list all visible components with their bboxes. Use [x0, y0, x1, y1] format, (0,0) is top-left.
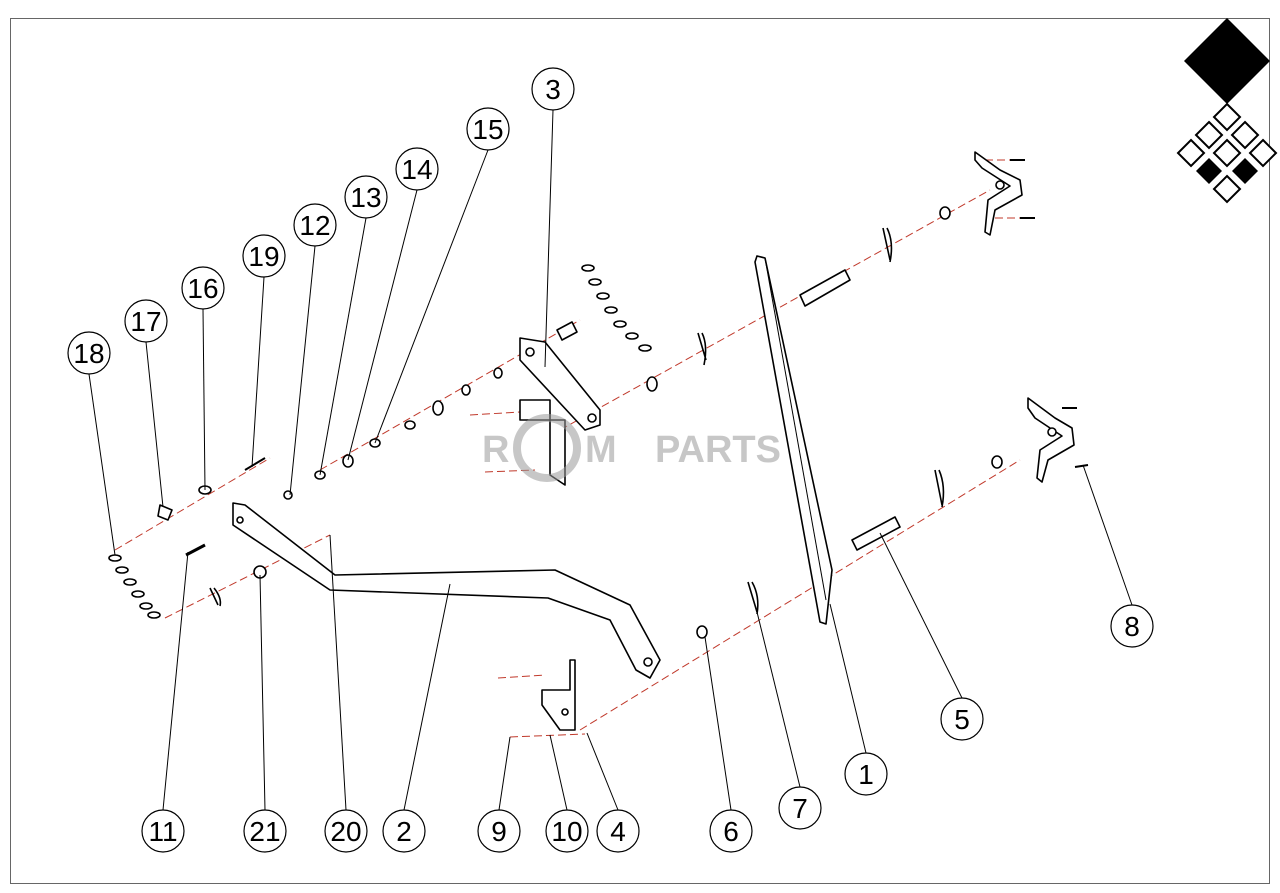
parts-artwork: [108, 151, 1089, 731]
callout-18: 18: [67, 331, 111, 375]
svg-text:14: 14: [401, 154, 432, 185]
svg-text:12: 12: [299, 210, 330, 241]
callout-9: 9: [477, 809, 521, 853]
svg-text:19: 19: [248, 241, 279, 272]
callout-1: 1: [844, 752, 888, 796]
leader-lines: [88, 109, 1133, 811]
svg-text:10: 10: [551, 816, 582, 847]
callout-10: 10: [545, 809, 589, 853]
svg-text:21: 21: [249, 816, 280, 847]
callout-14: 14: [395, 147, 439, 191]
callout-8: 8: [1110, 604, 1154, 648]
svg-text:5: 5: [954, 704, 970, 735]
callout-7: 7: [778, 786, 822, 830]
callout-21: 21: [243, 809, 287, 853]
svg-text:18: 18: [73, 338, 104, 369]
upper-pin: [799, 269, 851, 307]
callout-15: 15: [466, 107, 510, 151]
svg-text:1: 1: [858, 759, 874, 790]
svg-text:17: 17: [130, 306, 161, 337]
callout-4: 4: [596, 809, 640, 853]
svg-text:4: 4: [610, 816, 626, 847]
diamond-logo-icon: [1176, 18, 1278, 204]
watermark-text-right: PARTS: [655, 429, 781, 471]
bracket-lower-right: [1027, 397, 1075, 483]
callout-12: 12: [293, 203, 337, 247]
callout-6: 6: [709, 809, 753, 853]
svg-text:7: 7: [792, 793, 808, 824]
callout-19: 19: [242, 234, 286, 278]
callout-16: 16: [181, 266, 225, 310]
svg-text:13: 13: [350, 182, 381, 213]
callout-13: 13: [344, 175, 388, 219]
callouts: 1 2 3 4 5 6 7 8 9 10 11 12 13 14 15: [67, 67, 1154, 853]
svg-text:3: 3: [545, 74, 561, 105]
upper-chain: [581, 264, 652, 352]
callout-5: 5: [940, 697, 984, 741]
watermark: R M PARTS: [482, 414, 781, 482]
part-18-chain: [108, 554, 161, 619]
svg-text:6: 6: [723, 816, 739, 847]
svg-text:2: 2: [396, 816, 412, 847]
watermark-gear-icon: [513, 414, 581, 482]
callout-20: 20: [324, 809, 368, 853]
callout-2: 2: [382, 809, 426, 853]
svg-text:9: 9: [491, 816, 507, 847]
part-2-arm: [232, 502, 661, 679]
callout-17: 17: [124, 299, 168, 343]
watermark-text-left: R: [482, 429, 509, 471]
part-5-pin: [851, 516, 901, 551]
watermark-text-mid: M: [585, 429, 617, 471]
svg-text:11: 11: [148, 816, 177, 847]
callout-11: 11: [141, 809, 185, 853]
svg-text:20: 20: [330, 816, 361, 847]
callout-3: 3: [531, 67, 575, 111]
drawing-frame: [10, 18, 1270, 884]
part-4-bracket: [541, 659, 576, 731]
part-3-plate: [519, 337, 601, 431]
svg-text:8: 8: [1124, 611, 1140, 642]
svg-text:16: 16: [187, 273, 218, 304]
bracket-upper-right: [974, 151, 1023, 236]
svg-text:15: 15: [472, 114, 503, 145]
